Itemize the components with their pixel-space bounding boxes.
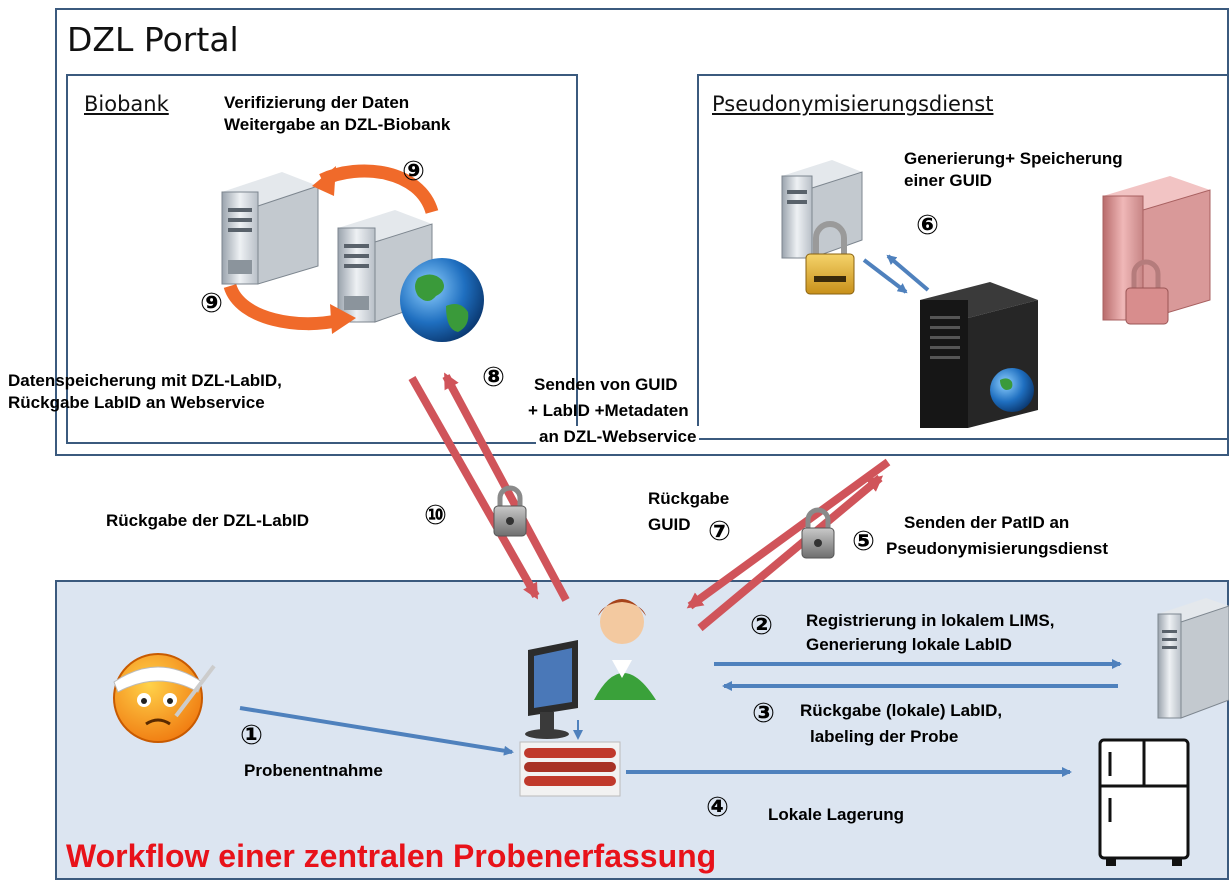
biobank-caption-line2: Weitergabe an DZL-Biobank [224,115,451,134]
server-icon [221,172,319,285]
step-3-number: ③ [752,698,775,729]
step-6-number: ⑥ [916,210,939,241]
step-3-line2: labeling der Probe [810,727,959,746]
step-7-number: ⑦ [708,516,731,547]
pseudo-caption-line1: Generierung+ Speicherung [904,149,1123,168]
workflow-title: Workflow einer zentralen Probenerfassung [66,838,717,874]
biobank-title: Biobank [84,92,169,116]
step-5-line1: Senden der PatID an [904,513,1070,532]
step-1-text: Probenentnahme [244,761,383,780]
step-9-number-bottom: ⑨ [200,288,223,319]
step-7-line1: Rückgabe [648,489,730,508]
step-10-text: Rückgabe der DZL-LabID [106,511,310,530]
step-8-line2: + LabID +Metadaten [528,401,689,420]
step-4-number: ④ [706,792,729,823]
step-5-number: ⑤ [852,526,875,557]
step-5-line2: Pseudonymisierungsdienst [886,539,1108,558]
step-2-line2: Generierung lokale LabID [806,635,1012,654]
red-server-icon [1102,176,1211,325]
storage-text-line1: Datenspeicherung mit DZL-LabID, [8,371,282,390]
step-7-line2: GUID [648,515,691,534]
server-icon [1157,598,1229,719]
pseudo-caption-line2: einer GUID [904,171,992,190]
padlock-icon [801,507,835,559]
step-2-number: ② [750,610,773,641]
step-9-number-top: ⑨ [402,156,425,187]
step-4-text: Lokale Lagerung [768,805,905,824]
biobank-frame [66,74,578,444]
pseudo-title: Pseudonymisierungsdienst [712,92,994,116]
portal-title: DZL Portal [67,20,239,59]
server-icon [781,160,863,259]
step-8-line3: an DZL-Webservice [536,426,700,447]
black-server-icon [920,282,1038,428]
step-10-number: ⑩ [424,500,447,531]
padlock-icon [805,221,855,295]
padlock-icon [493,485,527,537]
step-8-number: ⑧ [482,362,505,393]
fridge-icon [1098,738,1190,866]
globe-icon [400,258,484,342]
step-3-line1: Rückgabe (lokale) LabID, [800,701,1003,720]
storage-text-line2: Rückgabe LabID an Webservice [8,393,265,412]
step-8-line1: Senden von GUID [534,375,678,394]
step-1-number: ① [240,720,263,751]
biobank-caption-line1: Verifizierung der Daten [224,93,410,112]
step-2-line1: Registrierung in lokalem LIMS, [806,611,1055,630]
sick-patient-icon [113,653,216,743]
sample-tubes-icon [519,741,621,797]
lab-worker-icon [525,599,656,739]
